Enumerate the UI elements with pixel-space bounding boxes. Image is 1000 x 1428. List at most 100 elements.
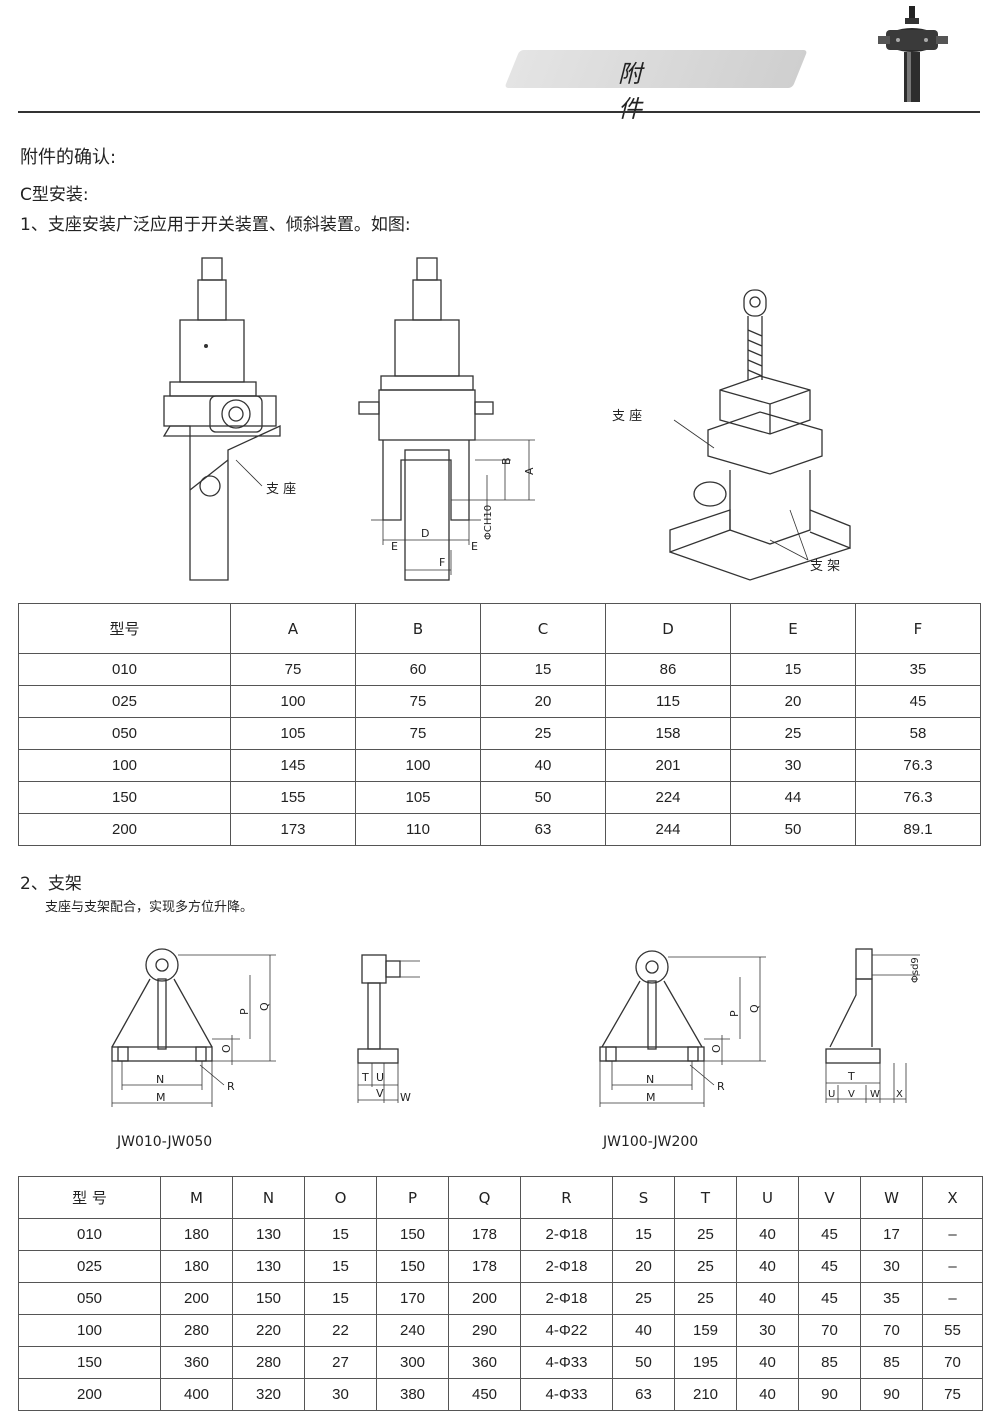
table-cell: 45 xyxy=(798,1282,861,1315)
table-cell: 25 xyxy=(730,717,856,750)
table-header-cell: 型 号 xyxy=(18,1176,161,1219)
table-cell: 17 xyxy=(860,1218,923,1251)
table-header-cell: V xyxy=(798,1176,861,1219)
table-cell: 4-Φ33 xyxy=(520,1378,613,1411)
table-cell: – xyxy=(922,1250,983,1283)
dim-label-u: U xyxy=(828,1089,835,1100)
table-cell: 40 xyxy=(480,749,606,782)
table-cell: 200 xyxy=(160,1282,233,1315)
dim-label-t: T xyxy=(361,1071,369,1084)
table-cell: 89.1 xyxy=(855,813,981,846)
table-header-cell: D xyxy=(605,603,731,654)
table-cell: 45 xyxy=(855,685,981,718)
table-cell: 22 xyxy=(304,1314,377,1347)
bracket-jw100-200-drawing: N M R O P Q Φsd9 T U V W X xyxy=(599,948,920,1107)
dim-label-b: B xyxy=(500,457,513,465)
table-cell: 90 xyxy=(860,1378,923,1411)
table-cell: 58 xyxy=(855,717,981,750)
table-row: 150 360 280 27 300 360 4-Φ33 50 195 40 8… xyxy=(18,1346,983,1379)
table-cell: 44 xyxy=(730,781,856,814)
table-cell: 158 xyxy=(605,717,731,750)
table-row: 010 75 60 15 86 15 35 xyxy=(18,653,981,686)
table-header-row: 型号 A B C D E F xyxy=(18,603,981,654)
table-cell: 4-Φ33 xyxy=(520,1346,613,1379)
table-cell: 200 xyxy=(18,813,231,846)
table-header-cell: R xyxy=(520,1176,613,1219)
item-1-description: 1、支座安装广泛应用于开关装置、倾斜装置。如图: xyxy=(20,215,411,235)
table-header-cell: U xyxy=(736,1176,799,1219)
table-cell: 180 xyxy=(160,1218,233,1251)
type-c-installation: C型安装: xyxy=(20,185,89,205)
table-row: 100 280 220 22 240 290 4-Φ22 40 159 30 7… xyxy=(18,1314,983,1347)
dim-label-a: A xyxy=(523,467,536,475)
table-cell: 75 xyxy=(922,1378,983,1411)
table-cell: 50 xyxy=(480,781,606,814)
caption-jw010-jw050: JW010-JW050 xyxy=(117,1134,213,1150)
dim-label-e-left: E xyxy=(391,540,398,553)
attachments-heading: 附件的确认: xyxy=(20,147,117,168)
dim-label-r: R xyxy=(717,1080,725,1093)
table-cell: 195 xyxy=(674,1346,737,1379)
table-cell: 20 xyxy=(612,1250,675,1283)
table-cell: 180 xyxy=(160,1250,233,1283)
support-label-right: 支 座 xyxy=(612,409,642,424)
table-cell: 050 xyxy=(18,1282,161,1315)
table-cell: 50 xyxy=(612,1346,675,1379)
table-cell: 400 xyxy=(160,1378,233,1411)
section-2-subtitle: 支座与支架配合，实现多方位升降。 xyxy=(45,900,254,915)
table-cell: 63 xyxy=(480,813,606,846)
dim-label-w: W xyxy=(400,1091,411,1104)
table-cell: 25 xyxy=(674,1282,737,1315)
table-cell: 025 xyxy=(18,1250,161,1283)
bracket-jw010-050-drawing: N M R O P Q Φsd9 T U V W xyxy=(111,948,420,1107)
support-isometric-drawing: 支 座 支 架 xyxy=(612,289,851,581)
table-cell: 110 xyxy=(355,813,481,846)
dim-label-n: N xyxy=(646,1073,654,1086)
dim-label-m: M xyxy=(156,1091,166,1104)
table-cell: 20 xyxy=(480,685,606,718)
table-cell: 145 xyxy=(230,749,356,782)
table-header-cell: F xyxy=(855,603,981,654)
table-cell: 150 xyxy=(18,1346,161,1379)
dim-label-p: P xyxy=(728,1010,741,1017)
table-cell: 85 xyxy=(798,1346,861,1379)
dim-label-d: D xyxy=(421,527,429,540)
table-cell: 50 xyxy=(730,813,856,846)
table-cell: 15 xyxy=(730,653,856,686)
table-cell: 45 xyxy=(798,1250,861,1283)
table-cell: – xyxy=(922,1218,983,1251)
dim-label-m: M xyxy=(646,1091,656,1104)
dim-label-w: W xyxy=(870,1089,880,1100)
table-cell: 63 xyxy=(612,1378,675,1411)
caption-jw100-jw200: JW100-JW200 xyxy=(603,1134,699,1150)
table-cell: 290 xyxy=(448,1314,521,1347)
table-cell: 115 xyxy=(605,685,731,718)
page-title: 附 件 xyxy=(618,60,702,123)
dim-label-o: O xyxy=(710,1044,723,1053)
table-cell: 75 xyxy=(355,717,481,750)
table-row: 200 400 320 30 380 450 4-Φ33 63 210 40 9… xyxy=(18,1378,983,1411)
table-cell: 25 xyxy=(674,1250,737,1283)
table-cell: 105 xyxy=(355,781,481,814)
dim-label-o: O xyxy=(220,1044,233,1053)
table-cell: 15 xyxy=(304,1282,377,1315)
table-row: 100 145 100 40 201 30 76.3 xyxy=(18,749,981,782)
table-cell: 30 xyxy=(860,1250,923,1283)
table-cell: 130 xyxy=(232,1250,305,1283)
dim-label-c: ΦCH10 xyxy=(483,505,494,540)
table-cell: 100 xyxy=(18,749,231,782)
table-cell: 25 xyxy=(612,1282,675,1315)
table-cell: 170 xyxy=(376,1282,449,1315)
table-cell: 40 xyxy=(736,1218,799,1251)
support-dimension-table: 型号 A B C D E F 010 75 60 15 86 15 35 025… xyxy=(18,603,981,846)
table-cell: 155 xyxy=(230,781,356,814)
table-cell: 2-Φ18 xyxy=(520,1250,613,1283)
dim-label-t: T xyxy=(847,1070,855,1083)
table-cell: 15 xyxy=(612,1218,675,1251)
table-cell: 178 xyxy=(448,1250,521,1283)
table-cell: 150 xyxy=(376,1218,449,1251)
table-row: 050 200 150 15 170 200 2-Φ18 25 25 40 45… xyxy=(18,1282,983,1315)
table-cell: 40 xyxy=(736,1378,799,1411)
table-cell: 100 xyxy=(18,1314,161,1347)
table-cell: 130 xyxy=(232,1218,305,1251)
